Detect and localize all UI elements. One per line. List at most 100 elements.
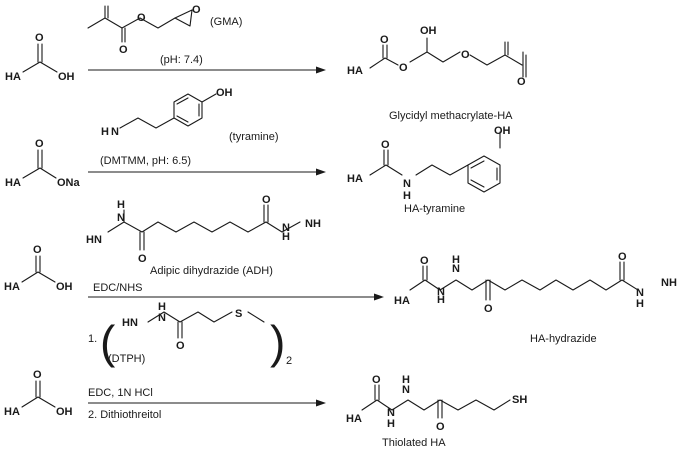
- product3-h-3: H: [636, 298, 644, 310]
- dtph-h2n-n: N: [130, 317, 138, 329]
- adh-h-left: H: [117, 199, 125, 211]
- product-2-name: HA-tyramine: [404, 203, 465, 215]
- product4-h-1: H: [387, 418, 395, 430]
- reactant-ha-carboxylic-acid-3: O HA OH: [4, 244, 73, 293]
- product3-n-3: N: [636, 287, 644, 299]
- reaction-3: H N H N O O H N NH Adipic dihydrazide (A…: [4, 194, 677, 345]
- product3-h-1: H: [437, 294, 445, 306]
- dtph-structure: H N H N O S: [122, 301, 265, 352]
- reaction-2: O HA ONa H N OH (tyramine) (DMTMM, pH: 6…: [5, 87, 511, 215]
- reaction-arrow-2: [88, 168, 326, 176]
- phenol-oh: OH: [216, 87, 233, 99]
- product1-carbonyl-oxygen-2: O: [517, 76, 526, 88]
- product1-ester-oxygen-2: O: [461, 49, 470, 61]
- adh-structure: H N H N O O H N NH Adipic dihydrazide (A…: [86, 194, 321, 277]
- hydroxyl-label: OH: [58, 71, 75, 83]
- product4-ha-label: HA: [346, 413, 362, 425]
- reactant-ha-carboxylic-acid-4: O HA OH: [4, 369, 73, 418]
- adh-oxygen-right: O: [262, 194, 271, 206]
- product3-h-2: H: [452, 254, 460, 266]
- amine-n: N: [111, 126, 119, 138]
- product3-nh2: NH: [661, 277, 677, 289]
- dtph-label: (DTPH): [108, 353, 145, 365]
- product2-phenol-oh: OH: [494, 125, 511, 137]
- step-1-number: 1.: [88, 333, 97, 345]
- ha-label: HA: [4, 406, 20, 418]
- reaction-4: 1. ( H N H N O S ) 2 (DTPH) O HA OH EDC,…: [4, 301, 527, 449]
- tyramine-label: (tyramine): [229, 131, 279, 143]
- product1-hydroxyl: OH: [420, 25, 437, 37]
- reactant-ha-carboxylic-acid-1: O HA OH: [5, 32, 75, 83]
- dtph-n: N: [158, 312, 166, 324]
- hydroxyl-label: OH: [56, 406, 73, 418]
- product1-ester-oxygen-1: O: [399, 62, 408, 74]
- product3-oxygen-2: O: [484, 303, 493, 315]
- reaction-2-condition: (DMTMM, pH: 6.5): [100, 155, 191, 167]
- hydroxyl-label: OH: [56, 281, 73, 293]
- product3-ha-label: HA: [394, 295, 410, 307]
- adh-h2n: H: [86, 234, 94, 246]
- adh-n-left: N: [117, 212, 125, 224]
- product-3-name: HA-hydrazide: [530, 333, 597, 345]
- product3-n-2: N: [452, 263, 460, 275]
- product-1-name: Glycidyl methacrylate-HA: [389, 110, 513, 122]
- adh-h2n-n: N: [94, 234, 102, 246]
- product3-n-1: N: [437, 286, 445, 298]
- product1-carbonyl-oxygen: O: [380, 34, 389, 46]
- left-paren: (: [100, 316, 116, 368]
- gma-carbonyl-oxygen: O: [119, 44, 128, 56]
- product4-n-2: N: [402, 384, 410, 396]
- product-4-name: Thiolated HA: [382, 437, 446, 449]
- product2-amide-h: H: [403, 190, 411, 202]
- right-paren: ): [270, 316, 285, 368]
- reaction-4-condition: EDC, 1N HCl: [88, 387, 153, 399]
- reactant-ha-carboxylate: O HA ONa: [5, 138, 81, 189]
- product2-carbonyl-oxygen: O: [381, 139, 390, 151]
- adh-oxygen-left: O: [138, 253, 147, 265]
- dtph-h: H: [158, 301, 166, 313]
- product4-n-1: N: [387, 407, 395, 419]
- product4-h-2: H: [402, 374, 410, 386]
- reaction-1-condition: (pH: 7.4): [160, 54, 203, 66]
- reaction-3-condition: EDC/NHS: [93, 282, 143, 294]
- adh-n-right: N: [282, 222, 290, 234]
- dimer-subscript: 2: [286, 355, 292, 367]
- reaction-arrow-4: [88, 399, 326, 407]
- carbonyl-oxygen: O: [33, 244, 42, 256]
- product2-amide-n: N: [403, 178, 411, 190]
- tyramine-structure: H N OH (tyramine): [101, 87, 279, 143]
- product4-oxygen-1: O: [372, 374, 381, 386]
- adh-h-right: H: [282, 231, 290, 243]
- amine-h: H: [101, 126, 109, 138]
- adh-label: Adipic dihydrazide (ADH): [150, 265, 273, 277]
- ha-label: HA: [5, 177, 21, 189]
- gma-ester-oxygen: O: [137, 12, 146, 24]
- step-2-reagent: 2. Dithiothreitol: [88, 409, 161, 421]
- product2-ha-label: HA: [347, 173, 363, 185]
- product4-thiol: SH: [512, 394, 527, 406]
- sodium-carboxylate-label: ONa: [57, 177, 81, 189]
- dtph-oxygen: O: [176, 340, 185, 352]
- product-thiolated-ha: O HA N H N H O SH Thiolated HA: [346, 374, 527, 449]
- reaction-1: O HA OH O O O (GMA) (pH: 7.4): [5, 4, 527, 122]
- carbonyl-oxygen: O: [35, 32, 44, 44]
- product4-oxygen-2: O: [436, 421, 445, 433]
- adh-nh2: NH: [305, 218, 321, 230]
- product3-oxygen-1: O: [420, 255, 429, 267]
- carbonyl-oxygen: O: [35, 138, 44, 150]
- epoxide-oxygen: O: [192, 4, 201, 16]
- product3-oxygen-3: O: [618, 251, 627, 263]
- product1-ha-label: HA: [347, 65, 363, 77]
- gma-label: (GMA): [210, 16, 242, 28]
- ha-label: HA: [4, 281, 20, 293]
- product-ha-hydrazide: HA O H N N H O O N H NH HA-hydrazide: [394, 251, 677, 345]
- reaction-arrow-1: [88, 66, 326, 74]
- dtph-sulfur: S: [235, 308, 242, 320]
- ha-label: HA: [5, 71, 21, 83]
- gma-structure: O O O (GMA): [87, 4, 242, 56]
- dtph-h2n: H: [122, 317, 130, 329]
- carbonyl-oxygen: O: [33, 369, 42, 381]
- product-glycidyl-methacrylate-ha: O HA O OH O O Glycidyl methacrylate-HA: [347, 25, 527, 122]
- reaction-arrow-3: [88, 293, 384, 301]
